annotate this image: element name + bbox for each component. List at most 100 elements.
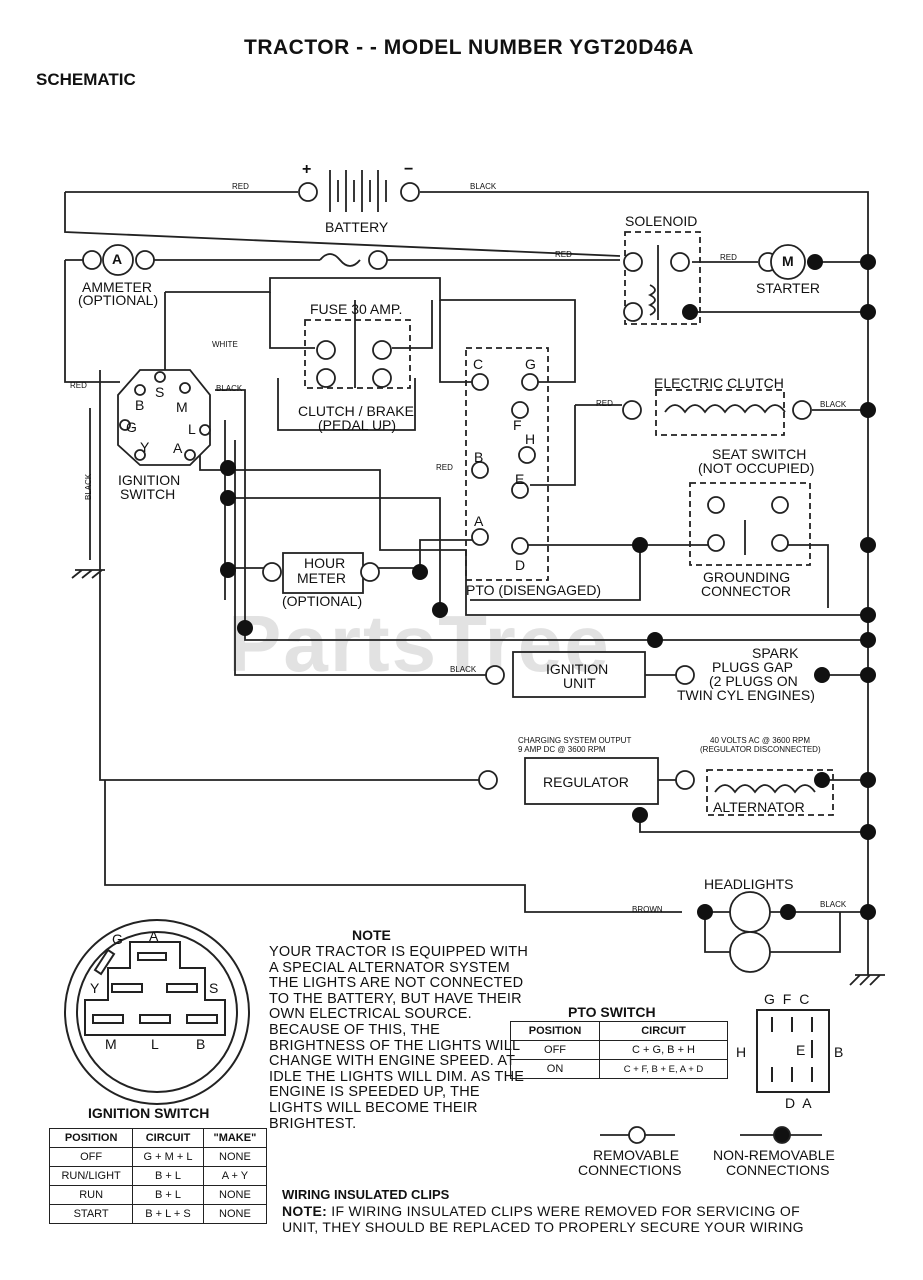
- ign-table-header: POSITION: [48, 1128, 134, 1148]
- starter-symbol: M: [782, 253, 794, 269]
- seat-switch-sub-label: (NOT OCCUPIED): [698, 460, 815, 476]
- pto-terminal-h: H: [525, 431, 536, 447]
- table-cell: B + L: [132, 1185, 204, 1205]
- wire-black-label: BLACK: [216, 384, 243, 393]
- legend-nonremovable: NON-REMOVABLE: [713, 1147, 835, 1163]
- table-cell: NONE: [202, 1185, 268, 1205]
- ammeter-label: AMMETER: [82, 279, 152, 295]
- ign-face-g: G: [112, 931, 123, 947]
- wire-white-label: WHITE: [212, 340, 238, 349]
- hour-meter-sub-label: METER: [297, 570, 346, 586]
- spark-gap-label: PLUGS GAP: [712, 659, 793, 675]
- pto-terminal-g: G: [525, 356, 536, 372]
- pto-table-title: PTO SWITCH: [568, 1004, 656, 1020]
- footer-note-label: NOTE:: [282, 1203, 328, 1219]
- seat-switch-label: SEAT SWITCH: [712, 446, 807, 462]
- pto-switch-table: POSITION CIRCUIT OFF C + G, B + H ON C +…: [509, 1021, 728, 1079]
- note-title: NOTE: [352, 927, 391, 943]
- ammeter-symbol: A: [112, 251, 123, 267]
- ign-face-b: B: [196, 1036, 206, 1052]
- pto-terminal-d: D: [515, 557, 526, 573]
- wire-brown-label: BROWN: [632, 905, 663, 914]
- spark-label: SPARK: [752, 645, 799, 661]
- ign-terminal-a: A: [173, 440, 183, 456]
- spark-plugs-label: (2 PLUGS ON: [709, 673, 798, 689]
- table-cell: RUN: [48, 1185, 134, 1205]
- footer-title: WIRING INSULATED CLIPS: [282, 1187, 450, 1202]
- ammeter-optional-label: (OPTIONAL): [78, 292, 159, 308]
- table-cell: C + F, B + E, A + D: [599, 1059, 728, 1079]
- volts-label: 40 VOLTS AC @ 3600 RPM: [710, 736, 811, 745]
- note-text: YOUR TRACTOR IS EQUIPPED WITH A SPECIAL …: [269, 944, 529, 1132]
- wire-black-label: BLACK: [820, 900, 847, 909]
- ign-terminal-m: M: [176, 399, 188, 415]
- table-cell: ON: [509, 1059, 601, 1079]
- wire-black-label: BLACK: [820, 400, 847, 409]
- wire-black-label: BLACK: [470, 182, 497, 191]
- electric-clutch-label: ELECTRIC CLUTCH: [654, 375, 784, 391]
- ign-table-header: CIRCUIT: [132, 1128, 204, 1148]
- clutch-brake-label: CLUTCH / BRAKE: [298, 403, 414, 419]
- table-cell: NONE: [202, 1204, 268, 1224]
- table-row: OFF G + M + L NONE: [48, 1147, 268, 1167]
- headlights-label: HEADLIGHTS: [704, 876, 794, 892]
- legend-nonremovable-sub: CONNECTIONS: [726, 1162, 830, 1178]
- wire-red-label: RED: [436, 463, 453, 472]
- table-cell: B + L + S: [132, 1204, 204, 1224]
- legend-removable-sub: CONNECTIONS: [578, 1162, 682, 1178]
- battery-label: BATTERY: [325, 219, 389, 235]
- pto-terminal-c: C: [473, 356, 484, 372]
- page-title: TRACTOR - - MODEL NUMBER YGT20D46A: [244, 36, 694, 59]
- wire-black-label: BLACK: [84, 473, 93, 500]
- wire-red-label: RED: [232, 182, 249, 191]
- table-row: OFF C + G, B + H: [509, 1040, 728, 1060]
- legend-removable: REMOVABLE: [593, 1147, 680, 1163]
- wire-red-label: RED: [720, 253, 737, 262]
- page-subtitle: SCHEMATIC: [36, 70, 136, 89]
- table-cell: NONE: [202, 1147, 268, 1167]
- table-cell: OFF: [48, 1147, 134, 1167]
- wire-black-label: BLACK: [450, 665, 477, 674]
- pto-table-header: POSITION: [509, 1021, 601, 1041]
- table-cell: A + Y: [202, 1166, 268, 1186]
- wire-red-label: RED: [70, 381, 87, 390]
- table-cell: START: [48, 1204, 134, 1224]
- clutch-brake-sub-label: (PEDAL UP): [318, 417, 397, 433]
- hour-meter-optional-label: (OPTIONAL): [282, 593, 363, 609]
- regulator-disconnected-label: (REGULATOR DISCONNECTED): [700, 745, 821, 754]
- ign-terminal-y: Y: [140, 439, 150, 455]
- ignition-switch-sub-label: SWITCH: [120, 486, 176, 502]
- grounding-sub-label: CONNECTOR: [701, 583, 791, 599]
- ignition-unit-sub-label: UNIT: [563, 675, 596, 691]
- regulator-label: REGULATOR: [543, 774, 629, 790]
- pto-face-left: H: [736, 1044, 747, 1060]
- table-cell: C + G, B + H: [599, 1040, 728, 1060]
- solenoid-label: SOLENOID: [625, 213, 698, 229]
- table-row: RUN/LIGHT B + L A + Y: [48, 1166, 268, 1186]
- pto-face-right: B: [834, 1044, 844, 1060]
- ignition-switch-label: IGNITION: [118, 472, 181, 488]
- ign-face-s: S: [209, 980, 219, 996]
- pto-face-top: G F C: [764, 991, 810, 1007]
- alternator-label: ALTERNATOR: [713, 799, 805, 815]
- pto-table-header: CIRCUIT: [599, 1021, 728, 1041]
- table-row: START B + L + S NONE: [48, 1204, 268, 1224]
- pto-terminal-e: E: [515, 471, 525, 487]
- grounding-label: GROUNDING: [703, 569, 791, 585]
- footer-line1-text: IF WIRING INSULATED CLIPS WERE REMOVED F…: [327, 1203, 800, 1219]
- ign-face-a: A: [149, 928, 159, 944]
- ign-terminal-g: G: [126, 419, 137, 435]
- table-row: RUN B + L NONE: [48, 1185, 268, 1205]
- ignition-unit-label: IGNITION: [546, 661, 609, 677]
- wire-red-label: RED: [596, 399, 613, 408]
- pto-face-bottom: D A: [785, 1095, 812, 1111]
- charging-output-label: CHARGING SYSTEM OUTPUT: [518, 736, 632, 745]
- ign-face-y: Y: [90, 980, 100, 996]
- fuse-label: FUSE 30 AMP.: [310, 301, 403, 317]
- ign-table-title: IGNITION SWITCH: [88, 1105, 210, 1121]
- footer-line2: UNIT, THEY SHOULD BE REPLACED TO PROPERL…: [282, 1219, 804, 1235]
- battery-plus-label: +: [302, 161, 312, 178]
- pto-terminal-a: A: [474, 513, 484, 529]
- table-cell: OFF: [509, 1040, 601, 1060]
